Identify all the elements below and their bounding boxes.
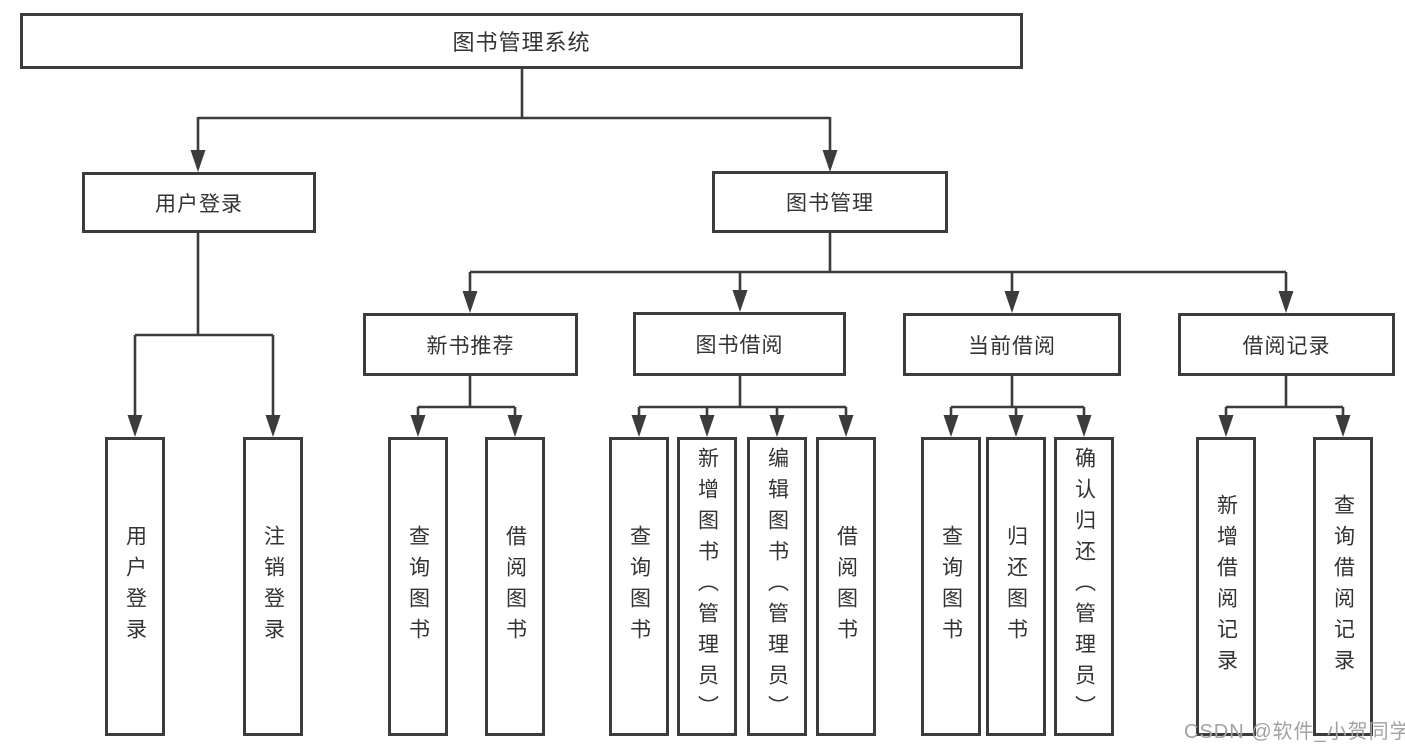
node-label: 图书借阅	[695, 334, 784, 357]
leaf-borrowing-query-books: 查询图书	[609, 437, 669, 736]
node-current-borrowing: 当前借阅	[903, 313, 1121, 376]
node-label: 图书管理系统	[452, 30, 591, 55]
node-label: 确认归还（管理员）	[1072, 447, 1096, 726]
leaf-current-return-books: 归还图书	[986, 437, 1046, 736]
node-label: 新增图书（管理员）	[695, 447, 719, 726]
node-label: 当前借阅	[968, 334, 1056, 358]
leaf-current-query-books: 查询图书	[921, 437, 981, 736]
node-new-book-recommendation: 新书推荐	[363, 313, 578, 376]
node-book-borrowing: 图书借阅	[633, 312, 846, 376]
leaf-borrowing-edit-books-admin: 编辑图书（管理员）	[747, 437, 807, 736]
node-borrowing-records: 借阅记录	[1178, 313, 1395, 376]
node-label: 用户登录	[155, 192, 243, 216]
node-label: 查询借阅记录	[1331, 493, 1355, 680]
node-label: 用户登录	[123, 524, 147, 649]
node-label: 借阅图书	[834, 524, 858, 649]
node-label: 查询图书	[627, 524, 651, 649]
node-label: 查询图书	[939, 524, 963, 649]
leaf-logout: 注销登录	[243, 437, 303, 736]
arrowheads	[127, 150, 1351, 437]
node-label: 归还图书	[1004, 524, 1028, 649]
leaf-recommend-query-books: 查询图书	[388, 437, 448, 736]
node-label: 编辑图书（管理员）	[765, 447, 789, 726]
node-label: 新书推荐	[426, 334, 515, 358]
node-label: 借阅图书	[503, 524, 527, 649]
leaf-recommend-borrow-books: 借阅图书	[485, 437, 545, 736]
leaf-records-query-record: 查询借阅记录	[1313, 437, 1373, 736]
csdn-watermark: CSDN @软件_小贺同学	[1184, 721, 1405, 743]
node-user-login-branch: 用户登录	[82, 172, 316, 233]
leaf-borrowing-borrow-books: 借阅图书	[816, 437, 876, 736]
leaf-records-add-record: 新增借阅记录	[1196, 437, 1256, 736]
node-label: 借阅记录	[1242, 334, 1331, 358]
leaf-borrowing-add-books-admin: 新增图书（管理员）	[677, 437, 737, 736]
node-label: 图书管理	[786, 192, 874, 215]
node-book-management-branch: 图书管理	[712, 171, 948, 233]
leaf-user-login: 用户登录	[105, 437, 165, 736]
leaf-current-confirm-return-admin: 确认归还（管理员）	[1054, 437, 1114, 736]
node-label: 查询图书	[406, 524, 430, 649]
node-library-management-system: 图书管理系统	[20, 13, 1023, 69]
node-label: 注销登录	[261, 524, 285, 649]
node-label: 新增借阅记录	[1214, 493, 1238, 680]
